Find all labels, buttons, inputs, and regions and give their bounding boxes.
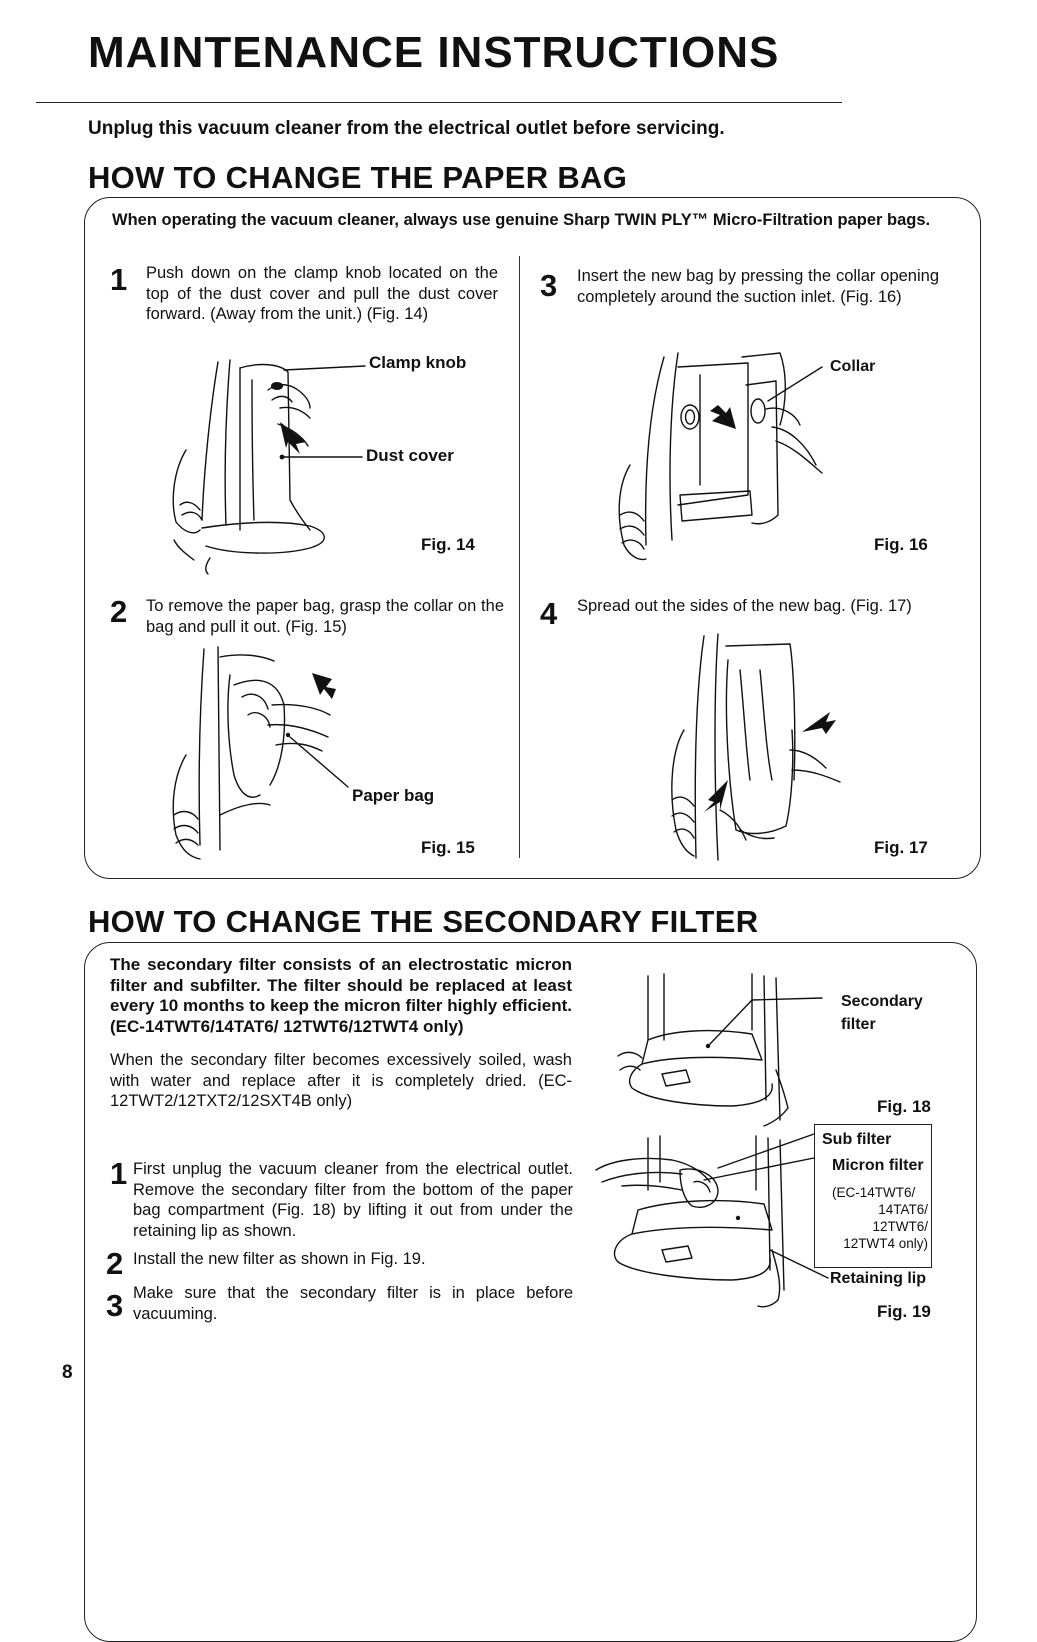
- fig18-caption: Fig. 18: [877, 1097, 931, 1116]
- step-text: To remove the paper bag, grasp the colla…: [146, 597, 504, 636]
- model-line: 12TWT4 only): [843, 1236, 928, 1251]
- filter-labels-box: [814, 1124, 932, 1268]
- fig14-illustration: [172, 359, 366, 575]
- step-text: Install the new filter as shown in Fig. …: [133, 1250, 426, 1268]
- step-number: 2: [110, 594, 128, 629]
- micron-filter-models: (EC-14TWT6/ 14TAT6/ 12TWT6/ 12TWT4 only): [832, 1184, 928, 1252]
- fig18-illustration: [617, 973, 823, 1127]
- dust-cover-label: Dust cover: [366, 446, 454, 465]
- fig16-caption: Fig. 16: [874, 535, 928, 554]
- paper-bag-heading: HOW TO CHANGE THE PAPER BAG: [88, 160, 628, 195]
- paper-bag-note: When operating the vacuum cleaner, alway…: [112, 211, 931, 229]
- secondary-filter-label-line1: Secondary: [841, 993, 923, 1010]
- safety-warning: Unplug this vacuum cleaner from the elec…: [88, 118, 725, 139]
- page-number: 8: [62, 1362, 73, 1383]
- fig15-caption: Fig. 15: [421, 838, 475, 857]
- step-text: Spread out the sides of the new bag. (Fi…: [577, 597, 912, 615]
- model-line: (EC-14TWT6/: [832, 1185, 916, 1200]
- secondary-filter-label-line2: filter: [841, 1016, 876, 1033]
- step-number: 1: [110, 262, 128, 297]
- fig17-caption: Fig. 17: [874, 838, 928, 857]
- step-text: Make sure that the secondary filter is i…: [133, 1284, 573, 1323]
- step-number: 3: [540, 268, 558, 303]
- model-line: 14TAT6/: [878, 1202, 928, 1217]
- fig17-illustration: [671, 633, 841, 861]
- step-text: First unplug the vacuum cleaner from the…: [133, 1160, 573, 1240]
- step-text: Insert the new bag by pressing the colla…: [577, 267, 939, 306]
- step-number: 1: [110, 1156, 128, 1191]
- secondary-filter-paragraph: When the secondary filter becomes excess…: [110, 1051, 572, 1110]
- step-number: 3: [106, 1288, 124, 1323]
- column-divider: [519, 256, 520, 858]
- secondary-filter-note: The secondary filter consists of an elec…: [110, 955, 572, 1036]
- clamp-knob-label: Clamp knob: [369, 353, 467, 372]
- paper-bag-label: Paper bag: [352, 786, 435, 805]
- step-number: 4: [540, 596, 558, 631]
- micron-filter-label: Micron filter: [832, 1157, 924, 1174]
- fig19-caption: Fig. 19: [877, 1302, 931, 1321]
- model-line: 12TWT6/: [872, 1219, 928, 1234]
- fig16-illustration: [618, 352, 823, 561]
- step-text: Push down on the clamp knob located on t…: [146, 264, 498, 323]
- title-rule: [36, 102, 842, 103]
- secondary-filter-heading: HOW TO CHANGE THE SECONDARY FILTER: [88, 904, 759, 939]
- fig15-illustration: [172, 646, 349, 860]
- paper-bag-section-box: [84, 197, 981, 879]
- step-number: 2: [106, 1246, 124, 1281]
- fig14-caption: Fig. 14: [421, 535, 475, 554]
- retaining-lip-label: Retaining lip: [830, 1270, 926, 1287]
- page-title: MAINTENANCE INSTRUCTIONS: [88, 28, 780, 77]
- secondary-filter-label: Secondary filter: [841, 990, 923, 1036]
- collar-label: Collar: [830, 358, 876, 375]
- sub-filter-label: Sub filter: [822, 1131, 892, 1148]
- fig19-illustration: [595, 1133, 829, 1308]
